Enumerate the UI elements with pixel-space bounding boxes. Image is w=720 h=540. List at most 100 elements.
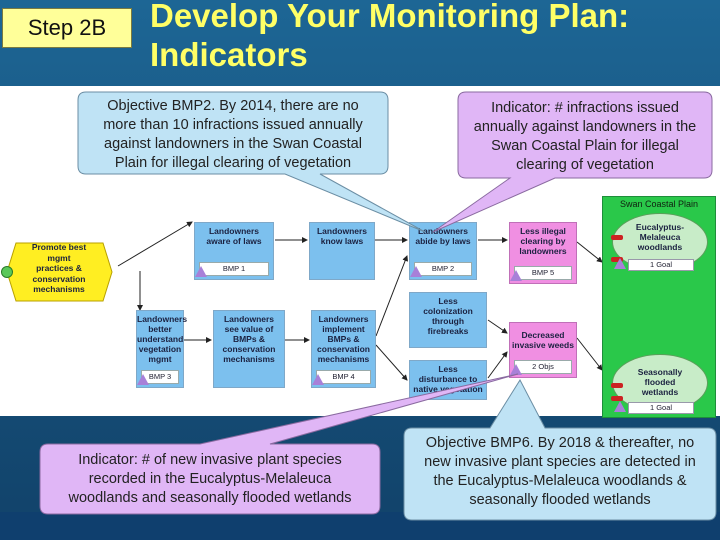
objective-triangle-icon bbox=[312, 374, 324, 385]
objective-triangle-icon bbox=[510, 270, 522, 281]
node-landowners-know: Landowners know laws bbox=[309, 222, 375, 280]
node-line: through bbox=[431, 316, 465, 326]
callout-indicator-infractions-shape bbox=[432, 91, 713, 233]
node-line: clearing by bbox=[520, 236, 566, 246]
node-line: mgmt bbox=[148, 354, 172, 364]
goal-tag: 1 Goal bbox=[628, 259, 694, 271]
strategy-line: mgmt bbox=[47, 252, 71, 263]
target-line: woodlands bbox=[637, 242, 683, 252]
threat-marker-icon bbox=[611, 396, 623, 401]
callout-line: Plain for illegal clearing of vegetation bbox=[114, 155, 352, 171]
node-line: Landowners bbox=[137, 314, 188, 324]
node-line: mechanisms bbox=[223, 354, 275, 364]
node-less-colonization: Less colonization through firebreaks bbox=[409, 292, 487, 348]
objective-bmp6-text: Objective BMP6. By 2018 & thereafter, no… bbox=[406, 434, 714, 510]
node-line: Landowners bbox=[316, 226, 368, 236]
node-line: conservation bbox=[317, 344, 370, 354]
callout-line: woodlands and seasonally flooded wetland… bbox=[68, 490, 352, 506]
callout-indicator-invasive-shape bbox=[39, 373, 519, 515]
bmp-tag: BMP 4 bbox=[316, 370, 371, 384]
node-landowners-understand: Landowners better understand vegetation … bbox=[136, 310, 188, 388]
bmp-tag: BMP 5 bbox=[514, 266, 572, 280]
node-line: Less illegal bbox=[520, 226, 566, 236]
objective-triangle-icon bbox=[510, 364, 522, 375]
callout-line: Objective BMP6. By 2018 & thereafter, no bbox=[425, 435, 695, 451]
node-line: landowners bbox=[519, 246, 567, 256]
strategy-line: mechanisms bbox=[33, 284, 85, 294]
node-line: Decreased bbox=[521, 330, 565, 340]
node-line: Less bbox=[438, 364, 458, 374]
node-line: understand bbox=[137, 334, 184, 344]
goal-triangle-icon bbox=[614, 258, 626, 269]
node-line: Landowners bbox=[208, 226, 260, 236]
node-landowners-see-value: Landowners see value of BMPs & conservat… bbox=[213, 310, 285, 388]
strategy-marker-icon bbox=[1, 266, 13, 278]
panel-title: Swan Coastal Plain bbox=[619, 199, 699, 209]
node-line: know laws bbox=[320, 236, 364, 246]
callout-line: against landowners in the Swan Coastal bbox=[104, 136, 362, 152]
node-line: Landowners bbox=[223, 314, 275, 324]
node-line: mechanisms bbox=[317, 354, 370, 364]
node-line: BMPs & bbox=[232, 334, 266, 344]
title-line-1: Develop Your Monitoring Plan: bbox=[150, 0, 630, 34]
node-line: aware of laws bbox=[206, 236, 262, 246]
node-line: invasive weeds bbox=[512, 340, 574, 350]
node-line: see value of bbox=[224, 324, 274, 334]
threat-marker-icon bbox=[611, 383, 623, 388]
strategy-line: conservation bbox=[32, 273, 86, 284]
node-line: BMPs & bbox=[327, 334, 360, 344]
callout-objective-bmp6-shape bbox=[403, 378, 717, 521]
node-line: colonization bbox=[423, 306, 473, 316]
callout-line: annually against landowners in the bbox=[473, 119, 697, 135]
target-line: Seasonally bbox=[637, 367, 683, 377]
target-line: flooded bbox=[644, 377, 676, 387]
callout-objective-bmp2-shape bbox=[77, 91, 426, 233]
indicator-invasive-text: Indicator: # of new invasive plant speci… bbox=[42, 451, 378, 508]
indicator-infractions-text: Indicator: # infractions issued annually… bbox=[460, 99, 710, 175]
strategy-label: Promote best mgmt practices & conservati… bbox=[16, 242, 102, 295]
node-line: abide by laws bbox=[415, 236, 471, 246]
strategy-line: practices & bbox=[36, 263, 82, 273]
node-line: disturbance to bbox=[418, 374, 478, 384]
node-line: firebreaks bbox=[427, 326, 469, 336]
node-line: Landowners bbox=[417, 226, 469, 236]
callout-line: Indicator: # infractions issued bbox=[491, 100, 679, 116]
objective-bmp2-text: Objective BMP2. By 2014, there are no mo… bbox=[82, 97, 384, 173]
node-line: Landowners bbox=[318, 314, 369, 324]
node-less-illegal-clearing: Less illegal clearing by landowners BMP … bbox=[509, 222, 577, 284]
node-line: Less bbox=[438, 296, 458, 306]
callout-line: Indicator: # of new invasive plant speci… bbox=[78, 452, 342, 468]
goal-triangle-icon bbox=[614, 401, 626, 412]
node-line: vegetation bbox=[138, 344, 182, 354]
node-landowners-aware: Landowners aware of laws BMP 1 bbox=[194, 222, 274, 280]
node-landowners-abide: Landowners abide by laws BMP 2 bbox=[409, 222, 477, 280]
slide-title: Develop Your Monitoring Plan: Indicators bbox=[150, 0, 710, 74]
objective-triangle-icon bbox=[410, 266, 422, 277]
objective-triangle-icon bbox=[195, 266, 207, 277]
target-line: Melaleuca bbox=[639, 232, 681, 242]
target-line: Eucalyptus- bbox=[635, 222, 685, 232]
node-line: conservation bbox=[222, 344, 276, 354]
callout-line: recorded in the Eucalyptus-Melaleuca bbox=[88, 471, 332, 487]
goal-tag: 1 Goal bbox=[628, 402, 694, 414]
node-decreased-invasive-weeds: Decreased invasive weeds 2 Objs bbox=[509, 322, 577, 378]
callout-line: more than 10 infractions issued annually bbox=[103, 117, 363, 133]
objective-triangle-icon bbox=[137, 374, 149, 385]
strategy-line: Promote best bbox=[31, 242, 87, 252]
target-line: wetlands bbox=[641, 387, 679, 397]
title-line-2: Indicators bbox=[150, 36, 308, 73]
step-badge: Step 2B bbox=[2, 8, 132, 48]
node-line: implement bbox=[322, 324, 365, 334]
threat-marker-icon bbox=[611, 235, 623, 240]
callout-line: Swan Coastal Plain for illegal bbox=[491, 138, 679, 154]
callout-line: seasonally flooded wetlands bbox=[469, 492, 651, 508]
node-line: better bbox=[148, 324, 172, 334]
callout-line: clearing of vegetation bbox=[516, 157, 654, 173]
callout-line: the Eucalyptus-Melaleuca woodlands & bbox=[433, 473, 687, 489]
callout-line: Objective BMP2. By 2014, there are no bbox=[107, 98, 359, 114]
node-landowners-implement: Landowners implement BMPs & conservation… bbox=[311, 310, 376, 388]
bmp-tag: 2 Objs bbox=[514, 360, 572, 374]
callout-line: new invasive plant species are detected … bbox=[424, 454, 696, 470]
